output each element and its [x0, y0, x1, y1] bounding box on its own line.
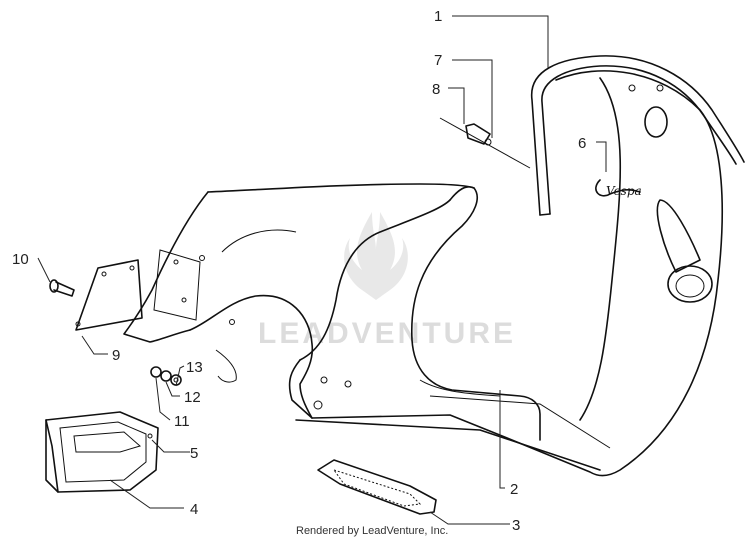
credit-text: Rendered by LeadVenture, Inc. — [296, 525, 448, 537]
callout-2: 2 — [510, 481, 518, 498]
callout-1: 1 — [434, 8, 442, 25]
callout-11: 11 — [174, 413, 190, 430]
watermark: LEADVENTURE — [258, 212, 516, 350]
callout-9: 9 — [112, 347, 120, 364]
callout-4: 4 — [190, 501, 198, 518]
callout-7: 7 — [434, 52, 442, 69]
callout-labels: 1 2 3 4 5 6 7 8 9 10 11 12 13 — [12, 8, 586, 534]
callout-8: 8 — [432, 81, 440, 98]
callout-10: 10 — [12, 251, 29, 268]
part-3-mat — [317, 459, 437, 515]
part-10-screw — [49, 279, 75, 297]
part-1-bumper — [530, 55, 745, 216]
part-7-8-clip — [439, 117, 531, 169]
callout-12: 12 — [184, 389, 201, 406]
callout-5: 5 — [190, 445, 198, 462]
leader-lines — [37, 15, 607, 525]
part-6-badge: Vespa — [595, 179, 642, 198]
callout-13: 13 — [186, 359, 203, 376]
callout-6: 6 — [578, 135, 586, 152]
callout-3: 3 — [512, 517, 520, 534]
badge-lettering: Vespa — [606, 184, 642, 198]
part-9-plate — [75, 249, 201, 331]
part-2-frame-body — [123, 70, 723, 477]
part-11-13-washers — [150, 366, 182, 386]
part-4-5-toolbox — [45, 411, 159, 493]
watermark-text: LEADVENTURE — [258, 317, 516, 350]
